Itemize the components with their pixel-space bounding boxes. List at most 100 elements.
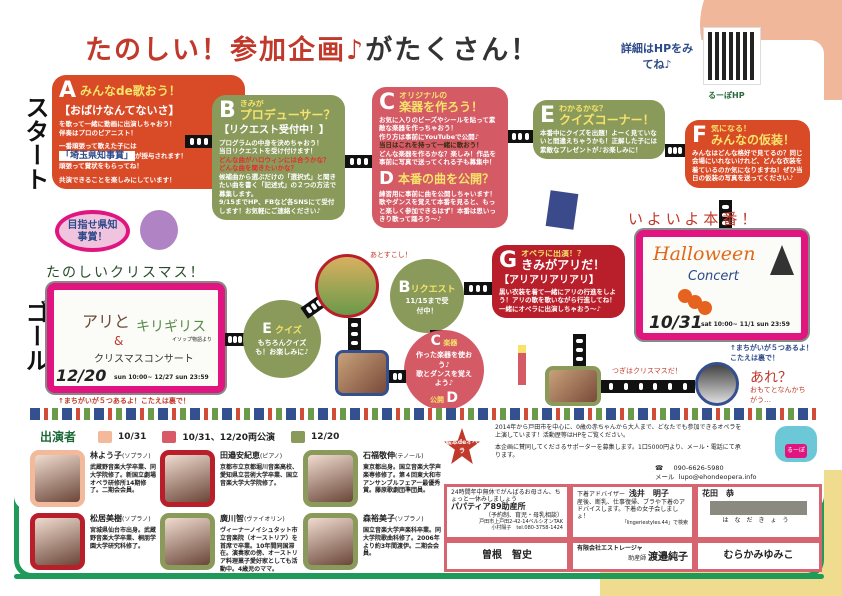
text-label: 24時間年中無休でがんばるお母さん、ちょっと一休みしましょう [451, 489, 561, 504]
text-label: E [262, 321, 272, 338]
about-text: 2014年から戸田市を中心に、0歳の赤ちゃんから大人まで、どなたでも参加できるオ… [495, 424, 745, 461]
text-label: 宮城県仙台市出身。武蔵野音楽大学卒業、桐朋学園大学研究科修了。 [90, 527, 157, 550]
text-label: 東京都出身。国立音楽大学声楽専修修了。第４回東大和市アンサンブルフェアー最優秀賞… [363, 464, 442, 495]
sponsor-card: 24時間年中無休でがんばるお母さん、ちょっと一休みしましょう パパティア89助産… [444, 484, 570, 540]
text-label: 浅井 明子 [628, 489, 669, 498]
performer-card: 松居美樹(ソプラノ)宮城県仙台市出身。武蔵野音楽大学卒業、桐朋学園大学研究科修了… [30, 513, 156, 570]
christmas-lead: たのしいクリスマス！ [46, 265, 206, 281]
text-label: 練習用に事前に曲を公開しちゃいます！歌やダンスを覚えて本番を見ると、もっと楽しく… [379, 189, 496, 223]
sponsor-card: 曽根 智史 [444, 540, 570, 572]
text-label: 「lingeriestyles.44」で検索 [621, 520, 688, 527]
text-label: G [499, 250, 518, 272]
text-label: C [430, 333, 441, 350]
text-label: はなだきょう [722, 516, 795, 524]
halloween-concert-poster[interactable]: Halloween Concert 10/31 sat 10:00~ 11/1 … [636, 230, 808, 340]
text-label: きみが [239, 100, 264, 108]
text-label: 歌とダンスを覚えよう♪ [416, 370, 472, 388]
text-label: 「埼玉県知事賞」 [59, 150, 136, 161]
governor-award-badge: 目指せ県知事賞！ [55, 210, 130, 252]
text-label: (ヴァイオリン) [244, 516, 285, 523]
text-label: 【リクエスト受付中！】 [219, 125, 329, 136]
text-label: プロデューサー？ [239, 107, 336, 122]
dango-icon [678, 289, 692, 303]
text-label: 本番中にクイズを出題！よーく見ていないと間違えちゃうかも！正解した子には素敵なプ… [540, 129, 657, 154]
text-label: 頑張って賞状をもらってね！ [59, 162, 143, 171]
performer-card: 廣川智(ヴァイオリン)ヴィーナーノイシュタット市立音楽院（オーストリア）を首席で… [160, 513, 299, 574]
film-connector [601, 380, 695, 393]
text-label: 作り方は事前にYouTubeで公開♪ [379, 132, 479, 141]
sponsor-card: むらかみゆみこ [695, 540, 822, 572]
lupo-mascot: るーぽ [775, 426, 817, 462]
almost-there-label: あとすこし！ [370, 251, 412, 259]
text-label: 公開 [429, 395, 444, 404]
text-label: (ピアノ) [260, 453, 283, 460]
text-label: 11/15まで受付中！ [405, 297, 449, 315]
text-label: オリジナルの [399, 92, 448, 100]
christmas-concert-poster[interactable]: アリと キリギリス & イソップ物語より クリスマスコンサート 12/20 su… [47, 283, 225, 393]
mascot-owl [140, 210, 178, 250]
text-label: 9/15までHP、FBなど各SNSにて受付します！お気軽にご連絡ください♪ [219, 198, 335, 215]
xmas-title-2: キリギリス [136, 319, 206, 335]
text-label: 伴奏はプロのピアニスト！ [59, 128, 137, 137]
text-label: 黒い衣装を着て一緒にアリの行進をしよう！アリの歌を歌いながら行進してね！一緒にオ… [499, 288, 616, 313]
qr-label: るーぽHP [708, 91, 745, 100]
text-label: 楽器 [443, 339, 458, 348]
text-label: クイズ [274, 326, 302, 337]
text-label: が授与されます！ [135, 151, 188, 160]
film-connector [389, 370, 406, 383]
text-label: ヴィーナーノイシュタット市立音楽院（オーストリア）を首席で卒業。10年間同国滞在… [220, 527, 298, 573]
text-label: (ソプラノ) [122, 453, 151, 460]
performer-card: 石福敬伸(テノール)東京都出身。国立音楽大学声楽専修修了。第４回東大和市アンサン… [303, 450, 441, 507]
text-label: どんな楽器を作るかな？楽しみ！作品を事前に写真で送ってくれる子も募集中！ [379, 149, 496, 167]
xmas-from: イソップ物語より [172, 337, 212, 343]
text-label: クイズコーナー！ [559, 112, 655, 127]
text-label: 一番頑張って歌えた子には [59, 142, 137, 151]
performers-legend: 出演者 10/31 10/31、12/20両公演 12/20 [40, 428, 339, 445]
text-label: 松居美樹 [90, 514, 122, 523]
phone-icon: ☎ [655, 464, 664, 472]
film-connector [185, 135, 213, 148]
witch-photo [695, 362, 739, 406]
legend-swatch [162, 430, 177, 443]
text-label: 【おばけなんてないさ】 [59, 104, 180, 117]
start-label: スタート [21, 95, 49, 191]
text-label: 作った楽器を使おう♪ [416, 351, 472, 369]
phone-number[interactable]: 090-6626-5980 [673, 464, 724, 472]
circle-b-request: Bリクエスト 11/15まで受付中！ [390, 259, 464, 333]
finally-showtime-label: いよいよ本番！ [628, 210, 761, 228]
xmas-date: 12/20 [56, 366, 107, 385]
decorative-border [30, 408, 820, 420]
text-label: E [540, 105, 556, 127]
performer-card: 田邉安紀恵(ピアノ)京都市立京都堀川音楽高校、愛知県立芸術大学卒業、国立音楽大学… [160, 450, 299, 507]
sponsor-card: 下着アドバイザー 浅井 明子 産後、断乳、仕事復帰、ブラや下着のアドバイスします… [570, 484, 695, 540]
text-label: メール [655, 473, 675, 482]
children-photo [335, 350, 389, 396]
halloween-title: Halloween [653, 243, 756, 265]
legend-swatch [291, 430, 306, 443]
text-label: 森裕美子 [363, 514, 395, 523]
text-label: 有限会社エストレージャ [577, 545, 643, 552]
text-label: (ソプラノ) [395, 516, 424, 523]
name-stamp [710, 500, 807, 515]
text-label: （予約制、育児・母乳相談） [484, 512, 563, 520]
text-label: 戸田市上戸田2-42-14ベルシオンTAK [479, 519, 563, 526]
text-label: みんなはどんな格好で見てるの？同じ会場にいれないけれど、どんな衣装を着ているのか… [692, 149, 803, 183]
text-label: F [692, 125, 708, 147]
email-link[interactable]: lupo@ehondeopera.info [678, 473, 757, 482]
text-label: どんな曲がハロウィンには合うかな？ [219, 155, 330, 164]
xmas-spot-difference-note: ↑まちがいが５つあるよ！こたえは裏で！ [58, 397, 190, 405]
halloween-subtitle: Concert [688, 269, 739, 284]
text-label: プログラムの中身を決めちゃおう！ [219, 139, 323, 147]
xmas-title-1: アリと [82, 312, 131, 331]
text-label: わかるかな？ [559, 105, 608, 113]
legend-label: 12/20 [311, 431, 340, 442]
text-label: 共演できることを楽しみにしています！ [59, 175, 176, 184]
qr-code[interactable] [703, 27, 761, 85]
text-label: るーぽ [785, 444, 807, 458]
film-connector [665, 144, 685, 157]
